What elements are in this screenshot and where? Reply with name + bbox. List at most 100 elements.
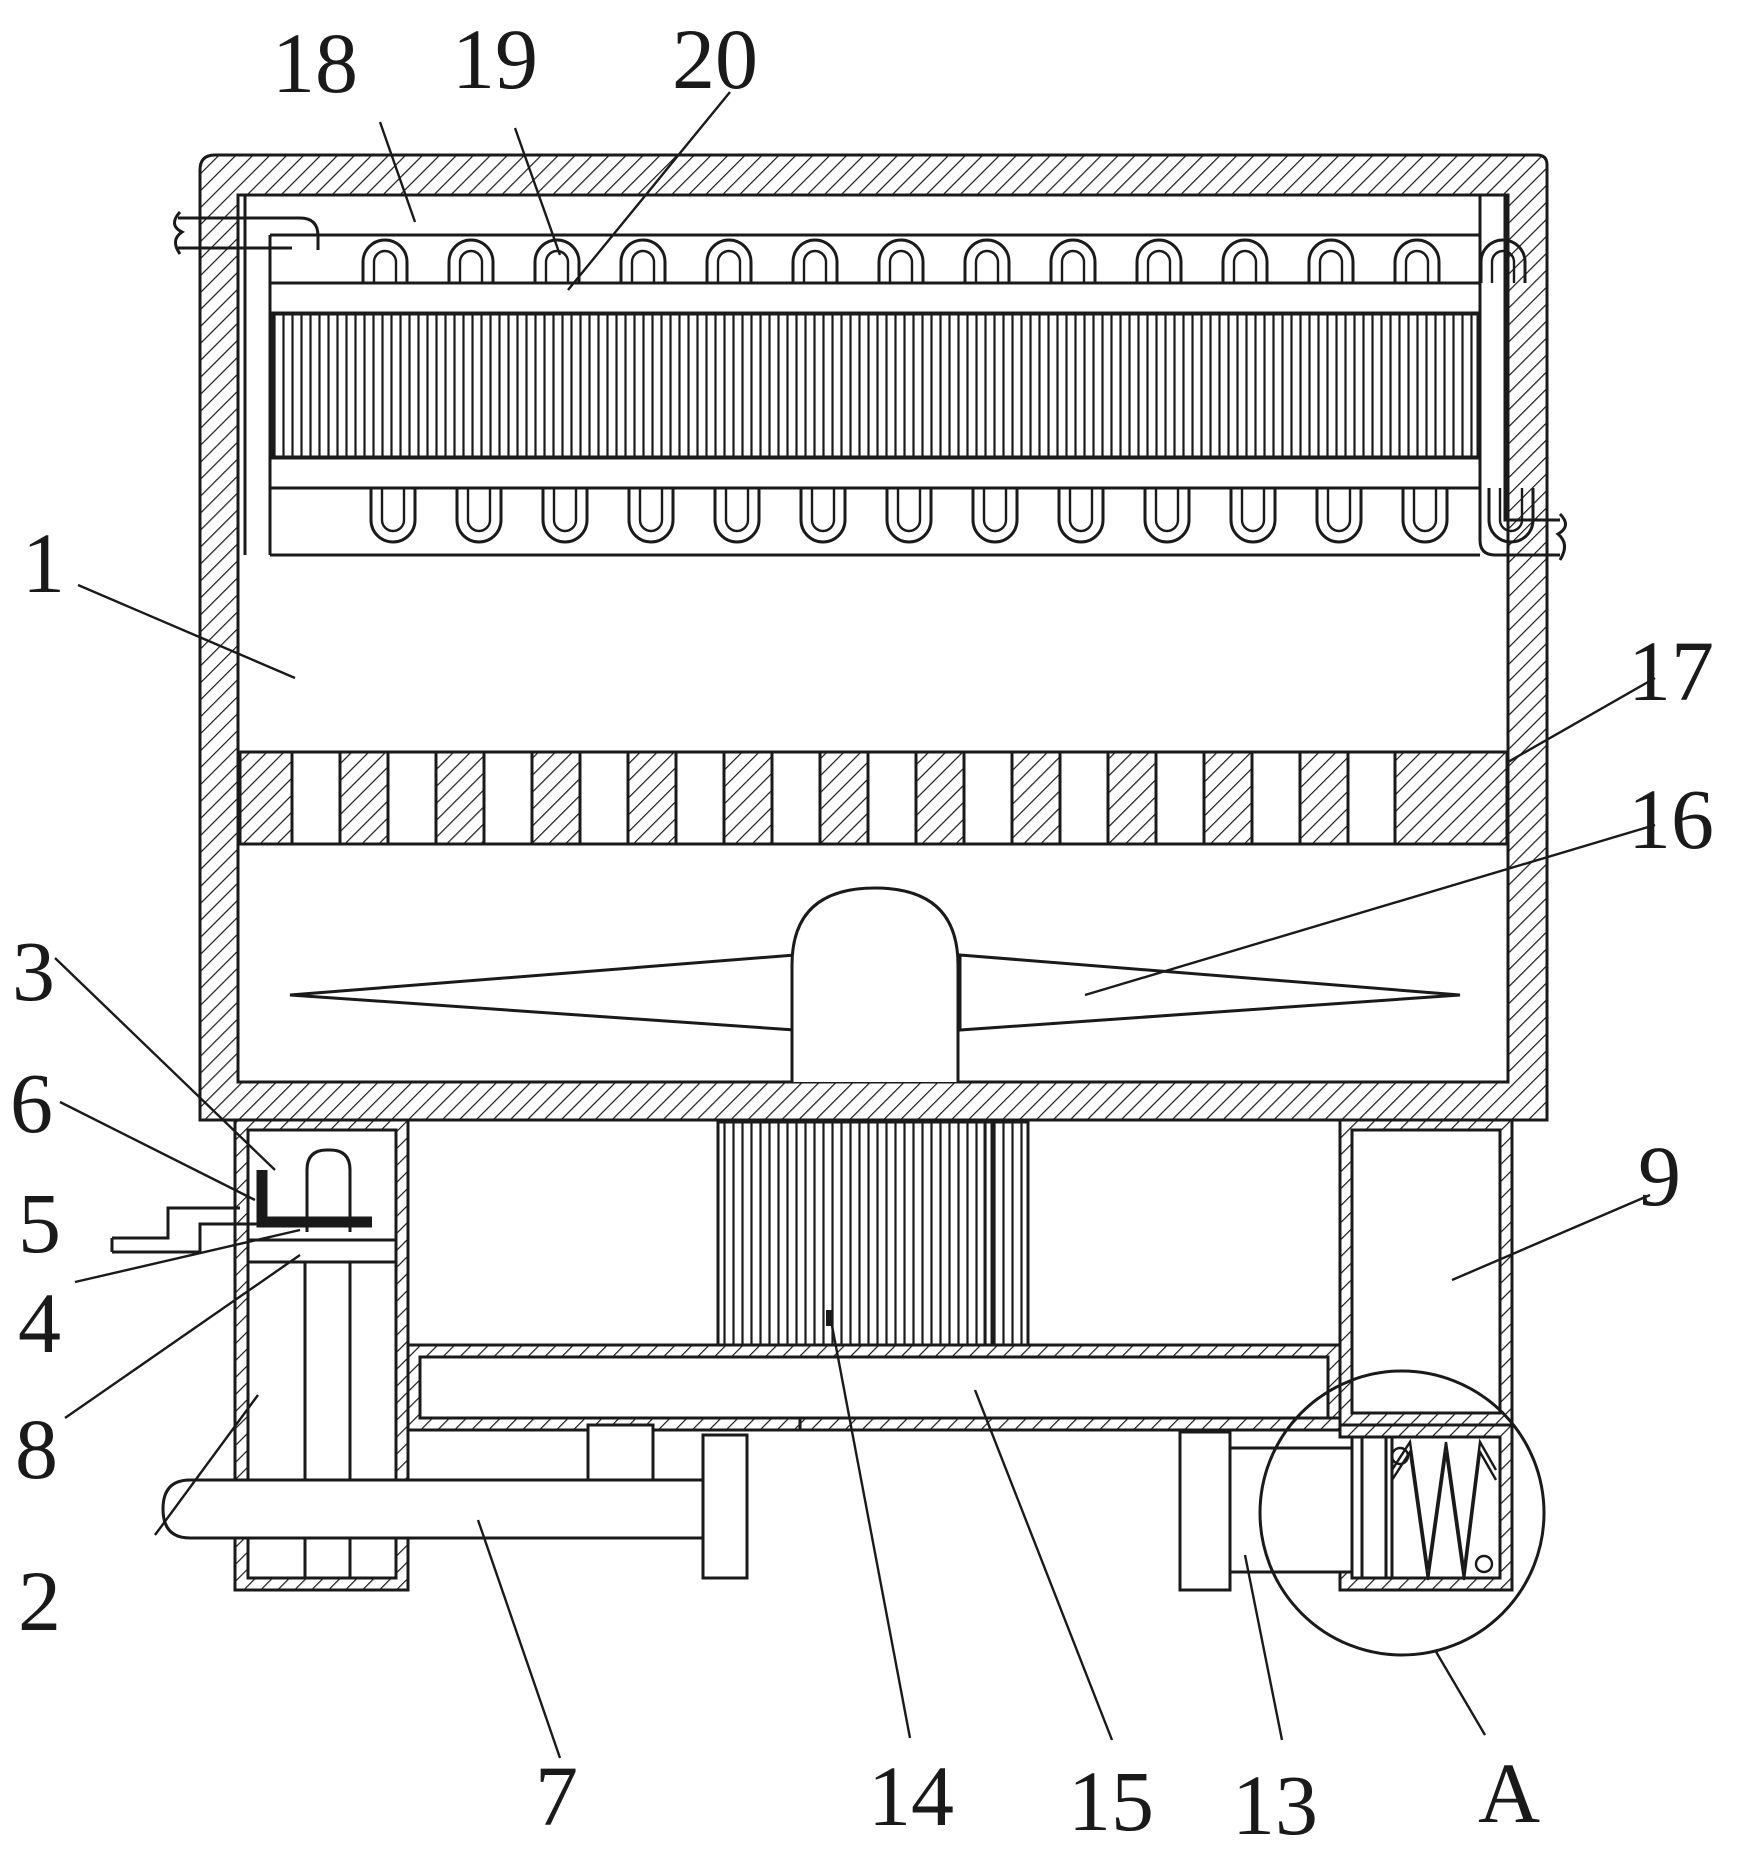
coil-loop-bottom-inner bbox=[1154, 488, 1180, 533]
lower-header bbox=[268, 456, 1482, 490]
fan bbox=[289, 886, 1461, 1082]
coil-loop-top bbox=[361, 238, 409, 283]
coil-loop-top-inner bbox=[1404, 249, 1430, 283]
coil-loop-top bbox=[447, 238, 495, 283]
coil-loop-top-inner bbox=[1232, 249, 1258, 283]
top-serpentine-coil bbox=[361, 238, 1527, 283]
coil-loop-top-inner bbox=[1146, 249, 1172, 283]
bottom-serpentine-coil bbox=[369, 488, 1535, 544]
coil-loop-top-inner bbox=[372, 249, 398, 283]
coil-loop-bottom bbox=[369, 488, 417, 544]
heat-exchanger bbox=[173, 195, 1567, 561]
coil-loop-bottom bbox=[541, 488, 589, 544]
filter-block bbox=[1010, 750, 1062, 846]
left-unit bbox=[110, 1118, 410, 1592]
coil-loop-top-inner bbox=[802, 249, 828, 283]
coil-loop-top bbox=[1221, 238, 1269, 283]
filter-grid bbox=[236, 750, 1510, 846]
filter-block bbox=[818, 750, 870, 846]
filter-block bbox=[238, 750, 294, 846]
coil-loop-bottom-inner bbox=[638, 488, 664, 533]
coil-loop-bottom-inner bbox=[1412, 488, 1438, 533]
coil-loop-top bbox=[1479, 238, 1527, 283]
label-7: 7 bbox=[535, 1748, 578, 1844]
label-13: 13 bbox=[1232, 1757, 1318, 1853]
coil-loop-bottom bbox=[627, 488, 675, 544]
coil-loop-bottom bbox=[1487, 488, 1535, 544]
leader-lines bbox=[54, 91, 1656, 1759]
coil-loop-top bbox=[1135, 238, 1183, 283]
filter-block bbox=[1202, 750, 1254, 846]
coil-loop-top-inner bbox=[544, 249, 570, 283]
coil-loop-bottom-inner bbox=[466, 488, 492, 533]
filter-block bbox=[338, 750, 390, 846]
detail-circle-a bbox=[1258, 1369, 1546, 1657]
coil-loop-bottom-inner bbox=[982, 488, 1008, 533]
coil-loop-top-inner bbox=[630, 249, 656, 283]
coil-loop-bottom bbox=[1401, 488, 1449, 544]
coil-loop-top-inner bbox=[716, 249, 742, 283]
coil-loop-top-inner bbox=[1490, 249, 1516, 283]
coil-loop-bottom bbox=[885, 488, 933, 544]
coil-loop-top-inner bbox=[1060, 249, 1086, 283]
label-4: 4 bbox=[18, 1275, 61, 1371]
coil-loop-top bbox=[533, 238, 581, 283]
coil-loop-bottom bbox=[1143, 488, 1191, 544]
coil-loop-bottom bbox=[455, 488, 503, 544]
coil-loop-bottom-inner bbox=[896, 488, 922, 533]
coil-loop-bottom bbox=[713, 488, 761, 544]
coil-loop-top bbox=[791, 238, 839, 283]
filter-block bbox=[914, 750, 966, 846]
coil-loop-bottom-inner bbox=[724, 488, 750, 533]
bottom-rod bbox=[161, 1423, 749, 1580]
label-14: 14 bbox=[868, 1748, 954, 1844]
coil-loop-top-inner bbox=[888, 249, 914, 283]
motor-block bbox=[716, 1120, 1030, 1354]
label-8: 8 bbox=[15, 1401, 58, 1497]
label-19: 19 bbox=[452, 11, 538, 107]
label-3: 3 bbox=[12, 923, 55, 1019]
piston-assembly bbox=[1178, 1430, 1498, 1592]
label-18: 18 bbox=[272, 15, 358, 111]
label-20: 20 bbox=[672, 11, 758, 107]
filter-block bbox=[722, 750, 774, 846]
label-15: 15 bbox=[1068, 1753, 1154, 1849]
label-6: 6 bbox=[10, 1055, 53, 1151]
filter-block bbox=[1393, 750, 1509, 846]
coil-loop-bottom-inner bbox=[810, 488, 836, 533]
label-5: 5 bbox=[18, 1175, 61, 1271]
upper-header bbox=[268, 281, 1482, 315]
coil-loop-bottom bbox=[1057, 488, 1105, 544]
label-17: 17 bbox=[1628, 623, 1714, 719]
coil-loop-top bbox=[705, 238, 753, 283]
coil-loop-top-inner bbox=[1318, 249, 1344, 283]
filter-block bbox=[1298, 750, 1350, 846]
coil-loop-bottom-inner bbox=[380, 488, 406, 533]
coil-loop-bottom-inner bbox=[1498, 488, 1524, 533]
label-1: 1 bbox=[22, 515, 65, 611]
coil-loop-bottom bbox=[1229, 488, 1277, 544]
filter-block bbox=[530, 750, 582, 846]
coil-loop-bottom-inner bbox=[1326, 488, 1352, 533]
coil-loop-top-inner bbox=[974, 249, 1000, 283]
coil-loop-bottom-inner bbox=[1068, 488, 1094, 533]
label-9: 9 bbox=[1638, 1128, 1681, 1224]
coil-loop-top bbox=[1393, 238, 1441, 283]
fin-bank bbox=[270, 312, 1480, 459]
label-a: A bbox=[1478, 1745, 1540, 1841]
coil-loop-top bbox=[963, 238, 1011, 283]
coil-loop-bottom bbox=[799, 488, 847, 544]
coil-loop-bottom-inner bbox=[1240, 488, 1266, 533]
coil-loop-top bbox=[619, 238, 667, 283]
filter-block bbox=[626, 750, 678, 846]
label-2: 2 bbox=[18, 1553, 61, 1649]
label-16: 16 bbox=[1628, 771, 1714, 867]
coil-loop-top bbox=[1307, 238, 1355, 283]
coil-loop-bottom bbox=[1315, 488, 1363, 544]
coil-loop-top bbox=[1049, 238, 1097, 283]
coil-loop-bottom bbox=[971, 488, 1019, 544]
drawer-tray bbox=[406, 1343, 1342, 1432]
coil-loop-top-inner bbox=[458, 249, 484, 283]
coil-loop-bottom-inner bbox=[552, 488, 578, 533]
